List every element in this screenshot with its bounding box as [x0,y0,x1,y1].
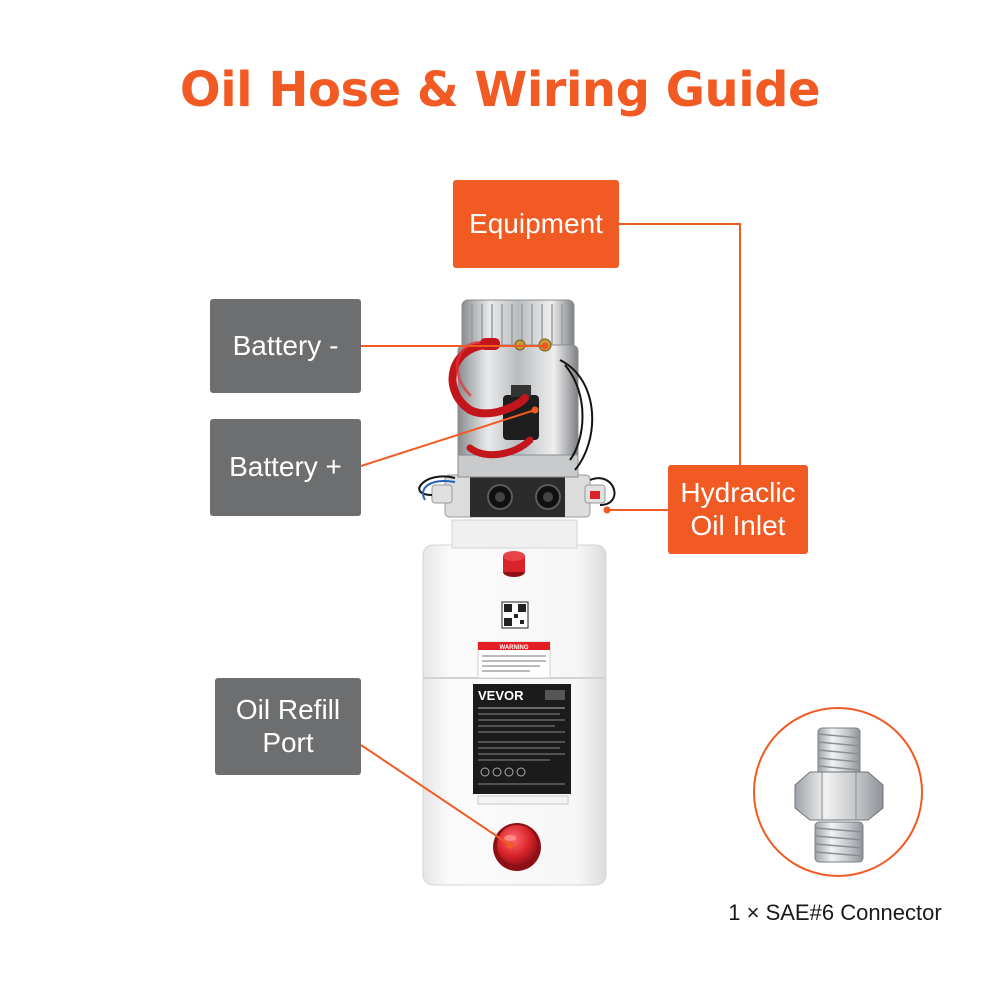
connector-inset [753,707,923,877]
equipment-leader-line [619,223,741,499]
warning-sticker: WARNING [477,641,551,679]
callout-lines [360,223,741,846]
filler-cap [503,551,525,577]
oil-refill-port-label: Oil Refill Port [215,678,361,775]
page-title: Oil Hose & Wiring Guide [179,62,821,118]
oil-tank: WARNING VEVOR [422,519,607,886]
electric-motor [457,299,579,478]
battery-negative-label-text: Battery - [232,329,339,361]
equipment-label-text: Equipment [469,207,603,239]
warning-text: WARNING [500,645,529,651]
refill-label-line1: Oil Refill [235,694,341,726]
callout-dots [506,342,611,849]
sae6-connector-image [794,727,884,863]
oil-inlet-label-line2: Oil Inlet [690,509,786,541]
battery-pos-leader-line [360,409,536,467]
battery-negative-label: Battery - [210,299,361,393]
battery-positive-label-text: Battery + [229,451,342,483]
product-label: VEVOR [473,684,571,794]
oil-inlet-label-line1: Hydraclic [680,477,796,509]
qr-code [501,601,529,629]
oil-refill-port [493,823,541,871]
refill-leader-line [360,744,511,846]
control-wires [418,359,616,506]
valve-block [431,474,606,518]
hydraulic-oil-inlet-label: Hydraclic Oil Inlet [668,465,808,554]
connector-caption: 1 × SAE#6 Connector [728,900,942,925]
equipment-label: Equipment [453,180,619,268]
refill-label-line2: Port [262,726,314,758]
battery-positive-label: Battery + [210,419,361,516]
brand-logo: VEVOR [478,688,524,703]
